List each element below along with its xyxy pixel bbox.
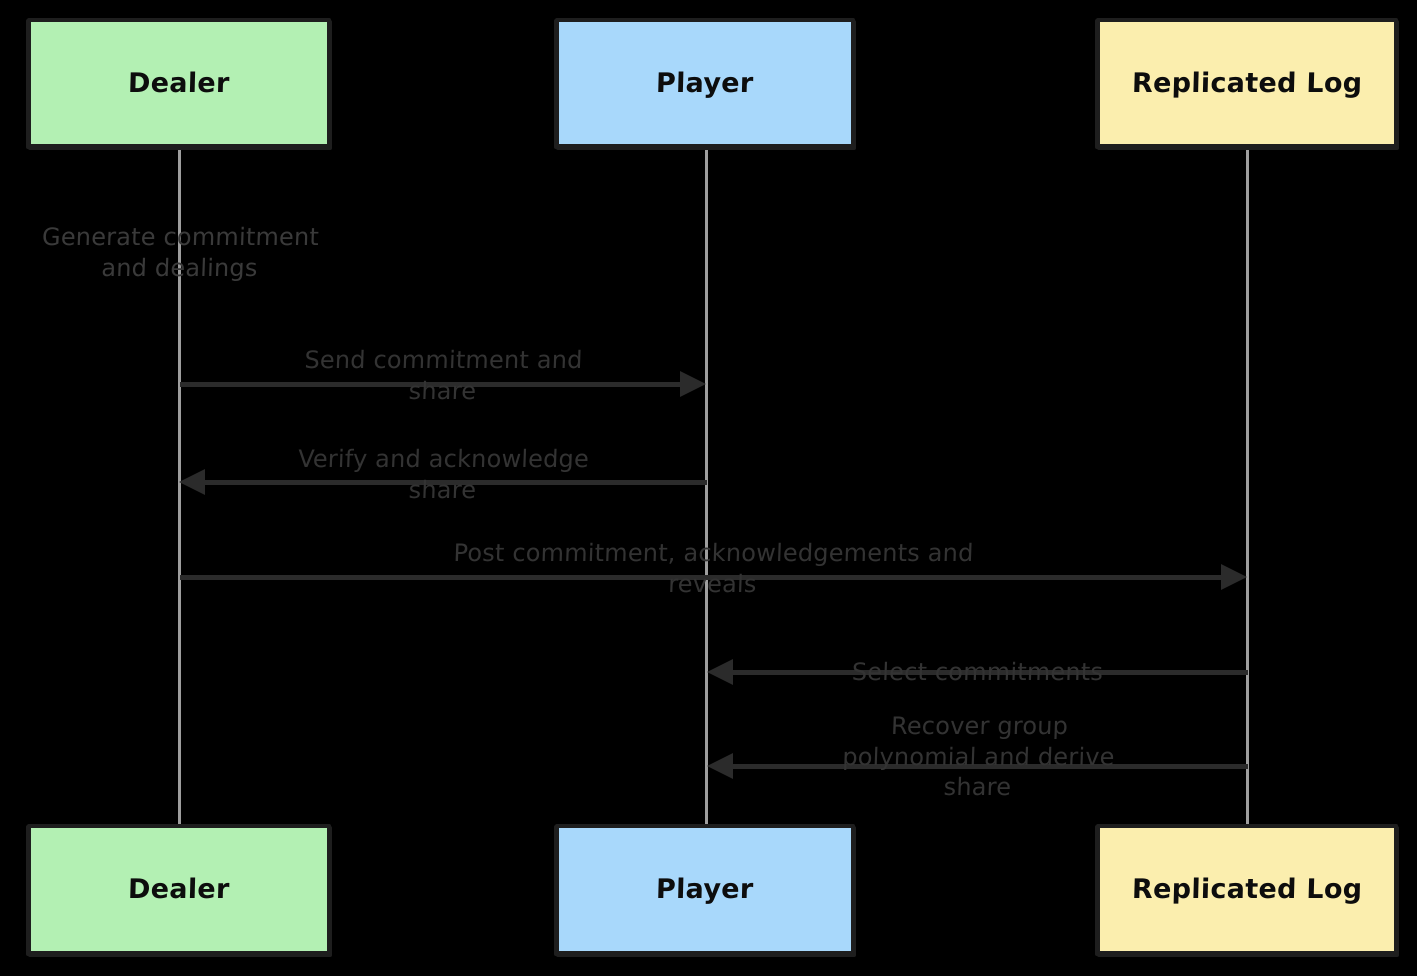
msg-send-commitment-line2: share xyxy=(408,376,477,405)
msg-send-commitment-label: Send commitment and share xyxy=(259,345,627,406)
participant-dealer-bottom-label: Dealer xyxy=(127,874,231,905)
msg-post-commitment-line1: Post commitment, acknowledgements and xyxy=(453,539,975,567)
msg-select-commitments-label: Select commitments xyxy=(764,657,1190,688)
msg-verify-ack-line1: Verify and acknowledge xyxy=(297,445,590,473)
participant-replicated-log-bottom-label: Replicated Log xyxy=(1131,874,1363,905)
participant-replicated-log-bottom[interactable]: Replicated Log xyxy=(1096,824,1398,955)
msg-send-commitment-line xyxy=(180,382,680,387)
participant-replicated-log-top[interactable]: Replicated Log xyxy=(1096,18,1398,148)
msg-send-commitment-arrowhead xyxy=(680,371,706,397)
participant-player-bottom-label: Player xyxy=(655,874,755,905)
msg-recover-group-arrowhead xyxy=(707,753,733,779)
msg-select-commitments-arrowhead xyxy=(707,659,733,685)
msg-recover-group-line2: polynomial and derive xyxy=(841,742,1116,771)
msg-recover-group-label: Recover group polynomial and derive shar… xyxy=(764,711,1192,803)
participant-dealer-bottom[interactable]: Dealer xyxy=(27,824,331,955)
msg-select-commitments-line1: Select commitments xyxy=(851,658,1104,686)
participant-player-top[interactable]: Player xyxy=(555,18,855,148)
msg-select-commitments-line xyxy=(733,670,1248,675)
msg-post-commitment-label: Post commitment, acknowledgements and re… xyxy=(382,538,1044,599)
msg-recover-group-line xyxy=(733,764,1248,769)
note-generate-commitment: Generate commitment and dealings xyxy=(9,222,351,283)
msg-recover-group-line1: Recover group xyxy=(890,712,1069,740)
lifeline-player xyxy=(705,148,708,828)
msg-verify-ack-line2: share xyxy=(408,475,477,504)
msg-post-commitment-line xyxy=(180,575,1221,580)
participant-player-bottom[interactable]: Player xyxy=(555,824,855,955)
participant-replicated-log-top-label: Replicated Log xyxy=(1131,67,1363,99)
note-generate-line1: Generate commitment xyxy=(41,223,320,251)
msg-verify-ack-line xyxy=(205,480,707,485)
msg-verify-ack-arrowhead xyxy=(179,469,205,495)
participant-dealer-top[interactable]: Dealer xyxy=(27,18,331,148)
msg-post-commitment-line2: reveals xyxy=(667,569,758,598)
note-generate-line2: and dealings xyxy=(100,253,259,282)
participant-dealer-top-label: Dealer xyxy=(127,67,231,99)
msg-post-commitment-arrowhead xyxy=(1221,564,1247,590)
msg-verify-ack-label: Verify and acknowledge share xyxy=(257,444,629,505)
lifeline-replicated-log xyxy=(1246,148,1249,828)
msg-recover-group-line3: share xyxy=(943,773,1012,802)
msg-send-commitment-line1: Send commitment and xyxy=(303,346,584,374)
participant-player-top-label: Player xyxy=(655,67,755,99)
